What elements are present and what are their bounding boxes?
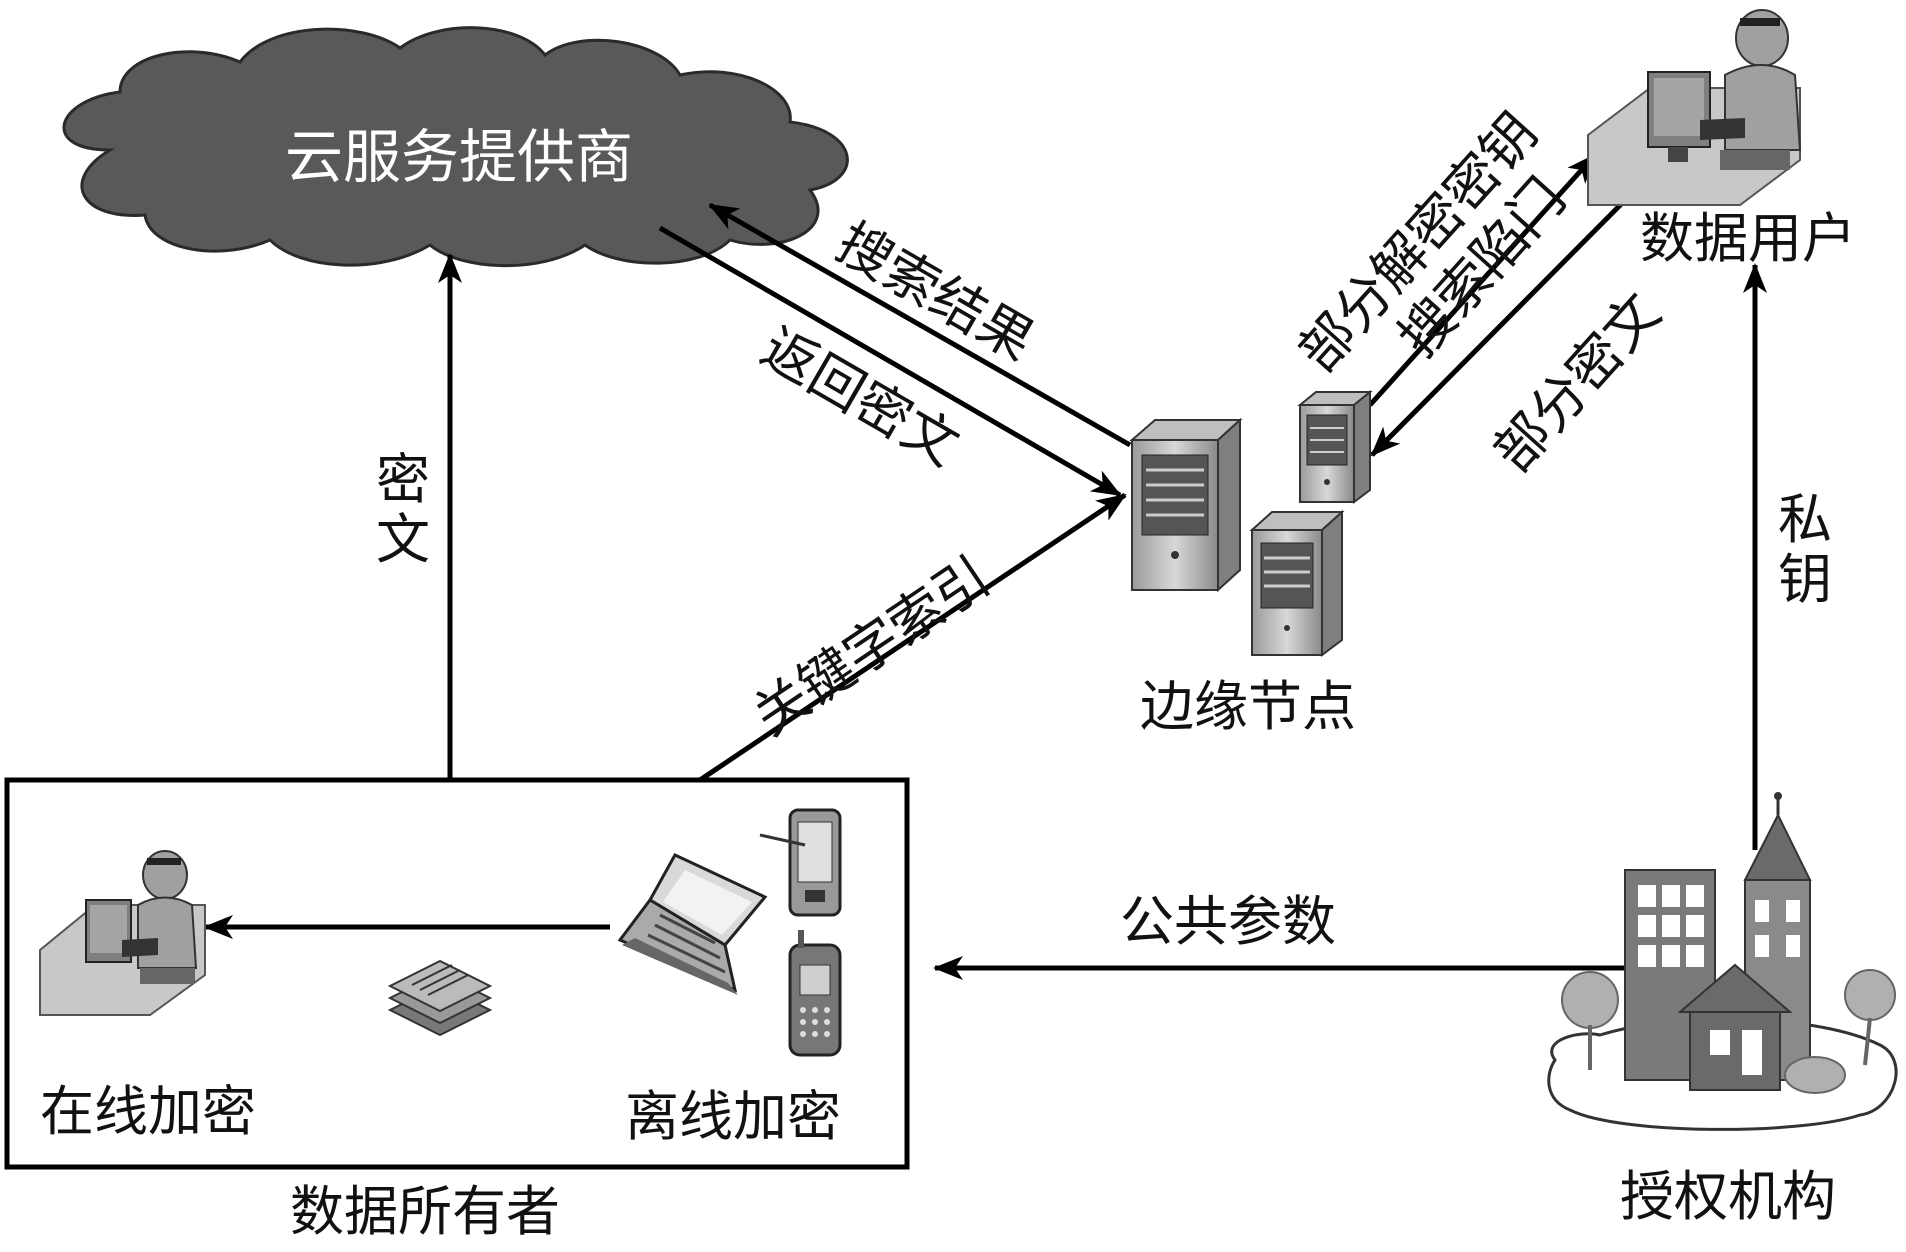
mobile-phone-icon xyxy=(788,930,842,1057)
return-ciphertext-arrow xyxy=(658,225,1122,498)
edge-node-label: 边缘节点 xyxy=(1140,675,1356,738)
laptop-icon xyxy=(617,853,768,995)
keyword-index-arrow xyxy=(698,492,1127,783)
public-params-label: 公共参数 xyxy=(1120,890,1336,953)
user-at-computer-icon xyxy=(1587,9,1802,206)
partial-ciphertext-arrow xyxy=(1370,168,1657,457)
cloud-icon xyxy=(62,26,849,268)
data-user-label: 数据用户 xyxy=(1640,207,1856,270)
server-icon xyxy=(1297,389,1373,504)
search-result-arrow xyxy=(708,202,1132,448)
authority-buildings-icon xyxy=(1547,792,1898,1131)
offline-encrypt-label: 离线加密 xyxy=(625,1085,841,1148)
data-owner-box xyxy=(4,777,910,1170)
online-encrypt-label: 在线加密 xyxy=(40,1080,256,1143)
authority-label: 授权机构 xyxy=(1620,1165,1836,1228)
server-icon xyxy=(1129,417,1243,593)
server-icon xyxy=(1249,509,1345,657)
edges xyxy=(203,153,1767,980)
pda-icon xyxy=(759,808,842,917)
cloud-provider-label: 云服务提供商 xyxy=(285,123,634,191)
documents-icon xyxy=(387,959,493,1037)
private-key-label: 私钥 xyxy=(1778,488,1832,612)
partial-decrypt-key-arrow xyxy=(1368,153,1597,407)
user-at-computer-icon xyxy=(39,850,206,1016)
ciphertext-label: 密文 xyxy=(376,448,430,572)
data-owner-label: 数据所有者 xyxy=(290,1180,560,1243)
